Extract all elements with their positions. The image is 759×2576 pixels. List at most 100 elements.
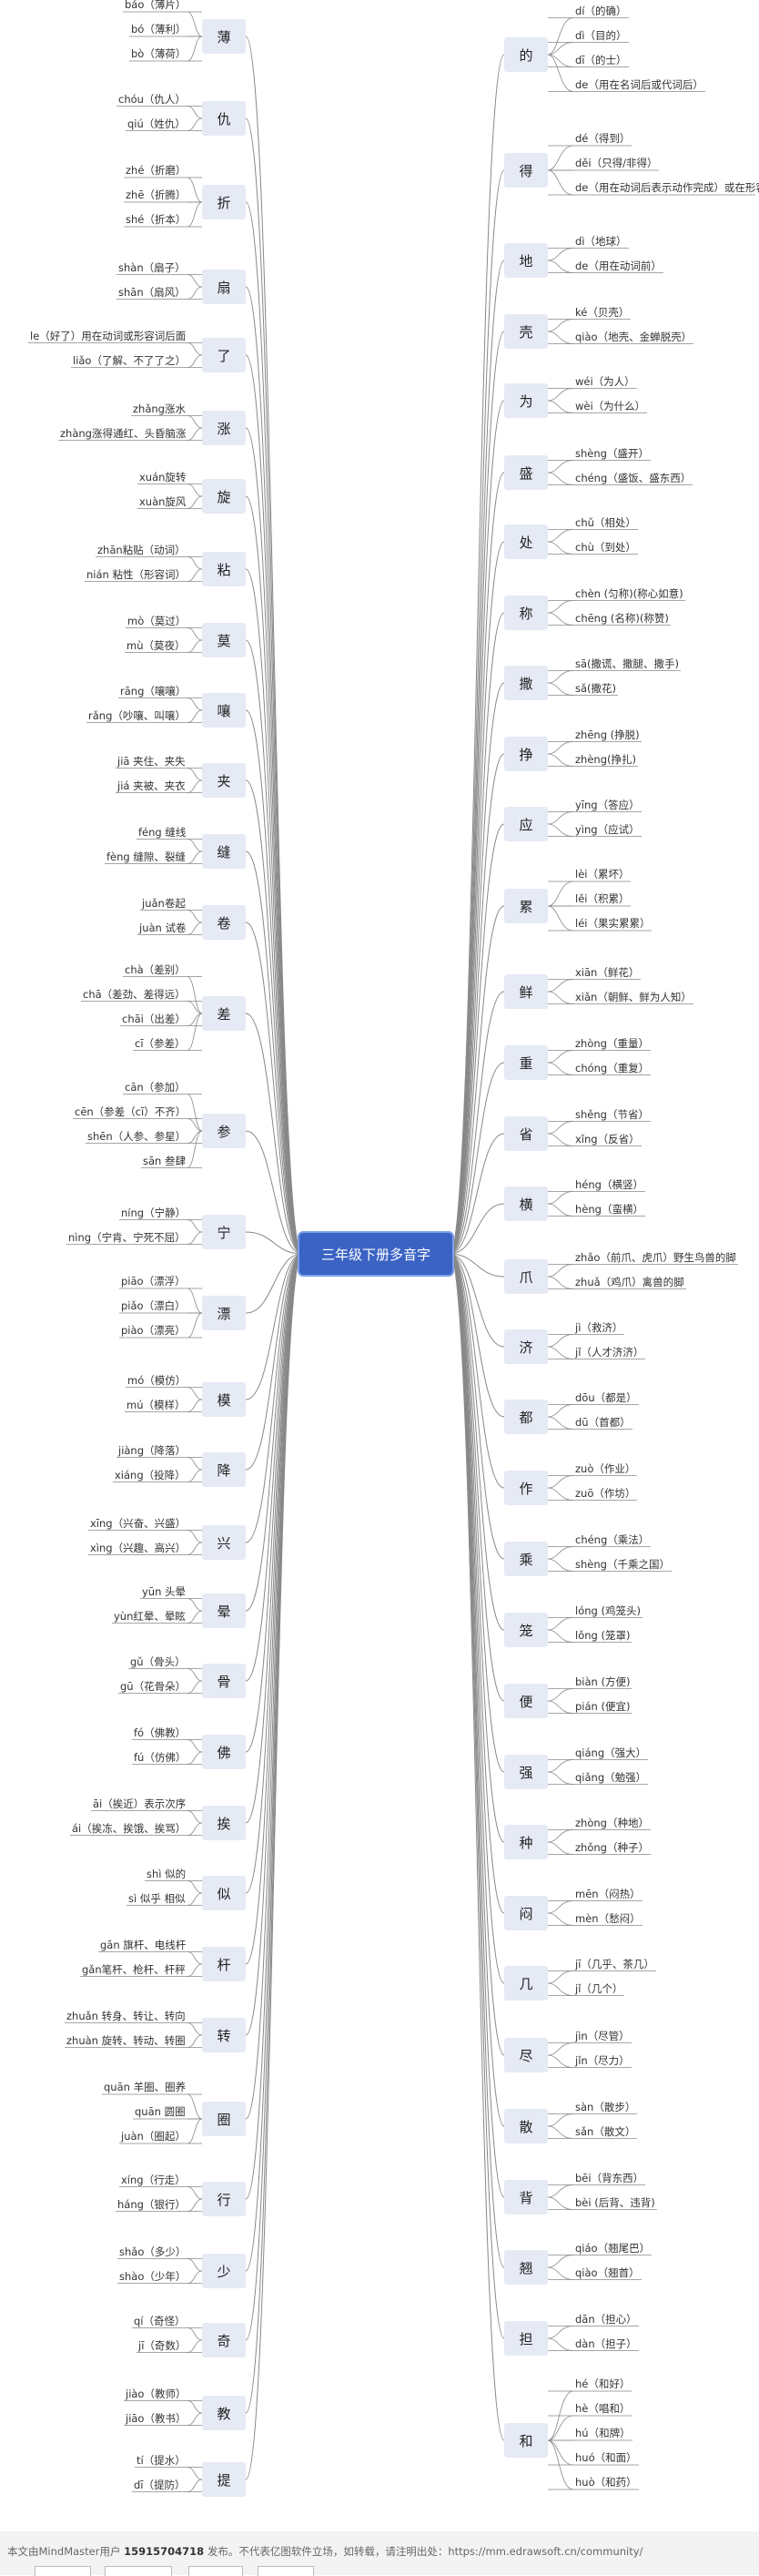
branch-node[interactable]: 佛 xyxy=(202,1735,246,1769)
leaf-reading[interactable]: cī（参差） xyxy=(135,1036,186,1050)
leaf-reading[interactable]: mò（莫过） xyxy=(127,614,187,627)
branch-node[interactable]: 济 xyxy=(504,1329,548,1364)
branch-node[interactable]: 旋 xyxy=(202,479,246,514)
leaf-reading[interactable]: de（用在名词后或代词后） xyxy=(575,77,703,91)
branch-node[interactable]: 称 xyxy=(504,596,548,630)
leaf-reading[interactable]: wéi（为人） xyxy=(575,374,635,388)
leaf-reading[interactable]: mēn（闷热） xyxy=(575,1887,641,1900)
leaf-reading[interactable]: mù（莫夜） xyxy=(126,638,186,652)
leaf-reading[interactable]: bēi（背东西） xyxy=(575,2171,644,2184)
leaf-reading[interactable]: quān 圆圈 xyxy=(135,2105,186,2118)
bottom-tab[interactable] xyxy=(105,2566,172,2576)
leaf-reading[interactable]: chāi（出差） xyxy=(122,1012,186,1025)
leaf-reading[interactable]: zhēng (挣脱) xyxy=(575,728,640,741)
leaf-reading[interactable]: chóng（重复） xyxy=(575,1061,650,1074)
leaf-reading[interactable]: mó（模仿） xyxy=(127,1373,187,1387)
branch-node[interactable]: 都 xyxy=(504,1400,548,1434)
branch-node[interactable]: 夹 xyxy=(202,763,246,798)
leaf-reading[interactable]: bèi (后背、违背) xyxy=(575,2195,655,2209)
branch-node[interactable]: 缝 xyxy=(202,834,246,869)
leaf-reading[interactable]: ái（挨冻、挨饿、挨骂） xyxy=(72,1821,187,1835)
leaf-reading[interactable]: féng 缝线 xyxy=(138,825,187,839)
leaf-reading[interactable]: sì 似乎 相似 xyxy=(128,1891,186,1905)
leaf-reading[interactable]: chù（到处） xyxy=(575,540,636,554)
leaf-reading[interactable]: qiáo（翘尾巴） xyxy=(575,2241,651,2255)
leaf-reading[interactable]: biàn (方便) xyxy=(575,1675,631,1688)
leaf-reading[interactable]: dì（地球） xyxy=(575,234,627,248)
leaf-reading[interactable]: xíng（行走） xyxy=(121,2173,186,2186)
branch-node[interactable]: 作 xyxy=(504,1471,548,1505)
leaf-reading[interactable]: zuō（作坊） xyxy=(575,1486,636,1500)
branch-node[interactable]: 为 xyxy=(504,383,548,418)
leaf-reading[interactable]: xuàn旋风 xyxy=(139,494,187,508)
leaf-reading[interactable]: piào（漂亮） xyxy=(121,1324,186,1337)
branch-node[interactable]: 几 xyxy=(504,1966,548,2001)
leaf-reading[interactable]: qiǎng（勉强） xyxy=(575,1770,647,1784)
branch-node[interactable]: 笼 xyxy=(504,1613,548,1647)
leaf-reading[interactable]: zhuàn 旋转、转动、转圈 xyxy=(66,2033,186,2047)
branch-node[interactable]: 少 xyxy=(202,2254,246,2288)
leaf-reading[interactable]: jǐn（尽力） xyxy=(575,2053,630,2067)
branch-node[interactable]: 降 xyxy=(202,1452,246,1487)
branch-node[interactable]: 挨 xyxy=(202,1806,246,1840)
branch-node[interactable]: 奇 xyxy=(202,2323,246,2357)
leaf-reading[interactable]: fó（佛教） xyxy=(134,1726,187,1739)
leaf-reading[interactable]: zhàng涨得通红、头昏脑涨 xyxy=(60,426,187,440)
leaf-reading[interactable]: yūn 头晕 xyxy=(142,1584,187,1598)
branch-node[interactable]: 背 xyxy=(504,2180,548,2215)
leaf-reading[interactable]: děi（只得/非得） xyxy=(575,157,658,169)
leaf-reading[interactable]: zhuǎn 转身、转让、转向 xyxy=(66,2009,186,2022)
leaf-reading[interactable]: hèng（蛮横） xyxy=(575,1202,643,1216)
leaf-reading[interactable]: zhǎo（前爪、虎爪）野生鸟兽的脚 xyxy=(575,1250,736,1264)
branch-node[interactable]: 莫 xyxy=(202,623,246,657)
leaf-reading[interactable]: liǎo（了解、不了了之） xyxy=(73,353,186,367)
branch-node[interactable]: 宁 xyxy=(202,1215,246,1249)
leaf-reading[interactable]: le（好了）用在动词或形容词后面 xyxy=(30,329,187,342)
leaf-reading[interactable]: sǎ(撒花) xyxy=(575,681,617,695)
leaf-reading[interactable]: de（用在动词前） xyxy=(575,259,662,272)
leaf-reading[interactable]: chēng (名称)(称赞) xyxy=(575,611,669,625)
leaf-reading[interactable]: jiào（教师） xyxy=(126,2387,187,2400)
leaf-reading[interactable]: cēn（参差（cī）不齐） xyxy=(75,1105,187,1118)
leaf-reading[interactable]: shěng（节省） xyxy=(575,1107,649,1121)
leaf-reading[interactable]: quān 羊圈、圈养 xyxy=(104,2081,187,2093)
leaf-reading[interactable]: bó（薄利） xyxy=(131,23,187,36)
leaf-reading[interactable]: jì（救济） xyxy=(575,1320,623,1334)
leaf-reading[interactable]: chéng（盛饭、盛东西） xyxy=(575,471,692,484)
leaf-reading[interactable]: piāo（漂浮） xyxy=(121,1275,186,1288)
leaf-reading[interactable]: xuán旋转 xyxy=(139,470,187,484)
branch-node[interactable]: 粘 xyxy=(202,552,246,586)
leaf-reading[interactable]: háng（银行） xyxy=(117,2197,186,2211)
branch-node[interactable]: 横 xyxy=(504,1186,548,1221)
branch-node[interactable]: 漂 xyxy=(202,1296,246,1330)
branch-node[interactable]: 嚷 xyxy=(202,693,246,728)
leaf-reading[interactable]: yùn红晕、晕眩 xyxy=(114,1609,186,1623)
leaf-reading[interactable]: dí（的确） xyxy=(575,4,627,17)
branch-node[interactable]: 转 xyxy=(202,2018,246,2052)
leaf-reading[interactable]: dī（的士） xyxy=(575,53,627,66)
leaf-reading[interactable]: sān 叁肆 xyxy=(143,1154,186,1167)
leaf-reading[interactable]: xīng（兴奋、兴盛） xyxy=(90,1516,187,1530)
leaf-reading[interactable]: sā(撒谎、撒腿、撒手) xyxy=(575,657,680,670)
branch-node[interactable]: 爪 xyxy=(504,1259,548,1294)
leaf-reading[interactable]: xǐng（反省） xyxy=(575,1132,640,1145)
branch-node[interactable]: 的 xyxy=(504,37,548,72)
leaf-reading[interactable]: dōu（都是） xyxy=(575,1390,637,1404)
branch-node[interactable]: 撒 xyxy=(504,666,548,700)
leaf-reading[interactable]: huó（和面） xyxy=(575,2451,637,2464)
leaf-reading[interactable]: dū（首都） xyxy=(575,1415,631,1429)
branch-node[interactable]: 闷 xyxy=(504,1896,548,1930)
leaf-reading[interactable]: dān（担心） xyxy=(575,2312,637,2326)
branch-node[interactable]: 行 xyxy=(202,2182,246,2216)
leaf-reading[interactable]: xiān（鲜花） xyxy=(575,965,640,979)
leaf-reading[interactable]: mú（模样） xyxy=(126,1398,186,1411)
leaf-reading[interactable]: gǎn笔杆、枪杆、杆秤 xyxy=(82,1962,186,1976)
leaf-reading[interactable]: qiào（翘首） xyxy=(575,2265,640,2279)
branch-node[interactable]: 担 xyxy=(504,2321,548,2356)
branch-node[interactable]: 参 xyxy=(202,1114,246,1148)
branch-node[interactable]: 挣 xyxy=(504,737,548,771)
branch-node[interactable]: 似 xyxy=(202,1876,246,1910)
branch-node[interactable]: 乘 xyxy=(504,1542,548,1576)
branch-node[interactable]: 盛 xyxy=(504,455,548,490)
branch-node[interactable]: 折 xyxy=(202,185,246,219)
